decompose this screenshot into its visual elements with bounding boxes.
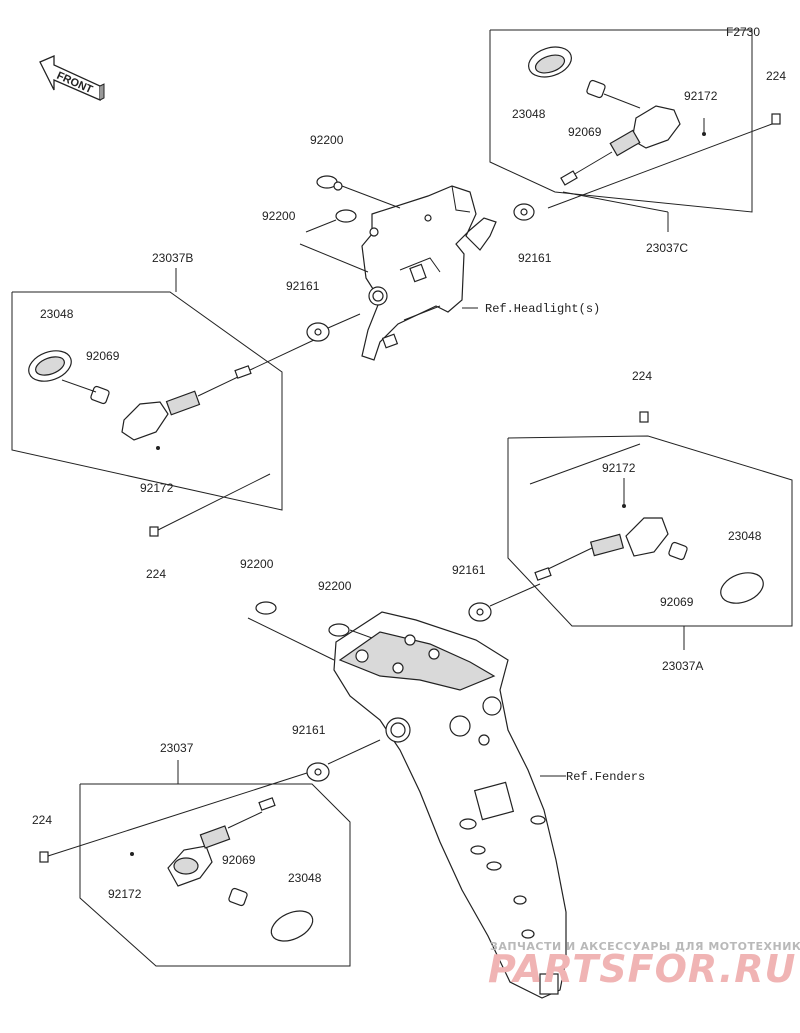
screw-224-a <box>639 411 649 423</box>
grommet-92161-c <box>513 203 535 221</box>
watermark-logo: PARTSFOR.RU <box>488 947 796 991</box>
label-23048-d: 23048 <box>288 871 322 885</box>
label-92200-c: 92200 <box>240 557 274 571</box>
label-23048-b: 23048 <box>40 307 74 321</box>
bulb-92069-a <box>668 541 688 561</box>
turn-signal-housing-a <box>534 478 669 581</box>
lens-23048-b <box>28 350 72 382</box>
label-92172-c: 92172 <box>684 89 718 103</box>
rear-fender-bracket <box>333 611 567 999</box>
label-92172-d: 92172 <box>108 887 142 901</box>
label-23048-a: 23048 <box>728 529 762 543</box>
label-92172-b: 92172 <box>140 481 174 495</box>
label-224-b: 224 <box>146 567 166 581</box>
label-92200-d: 92200 <box>318 579 352 593</box>
ref-headlight: Ref.Headlight(s) <box>485 302 600 316</box>
lens-23048-a <box>720 572 764 604</box>
label-92172-a: 92172 <box>602 461 636 475</box>
label-92069-d: 92069 <box>222 853 256 867</box>
watermark-tagline: ЗАПЧАСТИ И АКСЕССУАРЫ ДЛЯ МОТОТЕХНИКИ <box>490 940 800 953</box>
turn-signal-housing-d <box>130 797 276 887</box>
label-224-c: 224 <box>766 69 786 83</box>
grommet-92161-d <box>306 739 381 782</box>
label-92200-b: 92200 <box>262 209 296 223</box>
label-23037A: 23037A <box>662 659 703 673</box>
lens-23048-c <box>528 46 572 78</box>
label-92069-b: 92069 <box>86 349 120 363</box>
label-224-a: 224 <box>632 369 652 383</box>
label-92069-c: 92069 <box>568 125 602 139</box>
screw-224-c <box>547 113 781 209</box>
diagram-code: F2730 <box>726 25 760 39</box>
label-92161-a: 92161 <box>452 563 486 577</box>
label-23037: 23037 <box>160 741 194 755</box>
collar-92200-d <box>328 623 373 639</box>
assembly-box-23037B <box>11 268 283 511</box>
ref-fenders: Ref.Fenders <box>566 770 645 784</box>
assembly-box-23037C <box>489 29 753 232</box>
collar-92200-a <box>316 175 401 209</box>
label-23037B: 23037B <box>152 251 193 265</box>
label-92161-b: 92161 <box>286 279 320 293</box>
assembly-box-23037A <box>507 435 793 650</box>
collar-92200-b <box>299 209 369 273</box>
bulb-92069-d <box>228 887 248 907</box>
lens-23048-d <box>270 910 314 942</box>
label-23048-c: 23048 <box>512 107 546 121</box>
grommet-92161-a <box>468 583 541 622</box>
collar-92200-c <box>247 601 335 661</box>
assembly-box-23037 <box>79 760 351 967</box>
label-92200-a: 92200 <box>310 133 344 147</box>
label-224-d: 224 <box>32 813 52 827</box>
label-92161-c: 92161 <box>518 251 552 265</box>
screw-224-b <box>149 473 271 537</box>
turn-signal-housing-c <box>560 105 706 186</box>
turn-signal-housing-b <box>121 339 315 450</box>
front-arrow-icon: FRONT <box>39 55 105 101</box>
bulb-92069-c <box>586 79 641 109</box>
headlight-bracket <box>361 185 497 361</box>
label-23037C: 23037C <box>646 241 688 255</box>
bulb-92069-b <box>61 379 110 405</box>
label-92161-d: 92161 <box>292 723 326 737</box>
grommet-92161-b <box>306 313 361 342</box>
screw-224-d <box>39 771 311 863</box>
label-92069-a: 92069 <box>660 595 694 609</box>
